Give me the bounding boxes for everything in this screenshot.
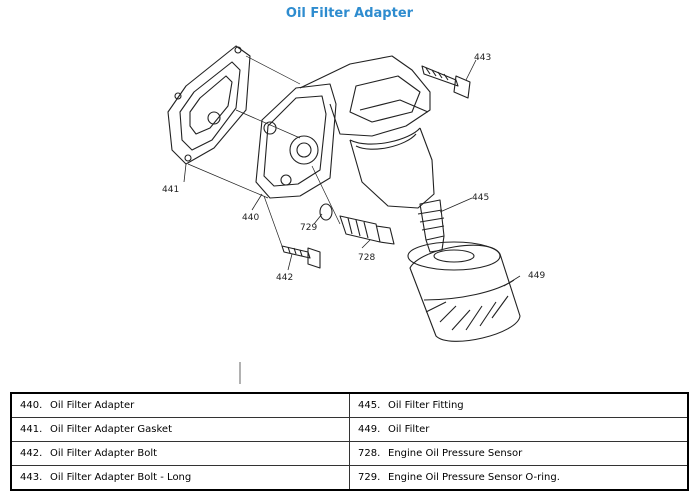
part-label: Oil Filter Adapter Bolt - Long <box>50 472 192 483</box>
part-number: 445. <box>358 400 381 411</box>
sensor-728-drawing <box>319 203 395 245</box>
legend-cell: 443. Oil Filter Adapter Bolt - Long <box>10 465 350 491</box>
part-label: Oil Filter Adapter Bolt <box>50 448 158 459</box>
part-number: 441. <box>20 424 43 435</box>
legend-cell: 440. Oil Filter Adapter <box>10 392 350 418</box>
part-label: Oil Filter <box>388 424 430 435</box>
part-number: 443. <box>20 472 43 483</box>
legend-row: 442. Oil Filter Adapter Bolt 728. Engine O… <box>10 441 689 466</box>
legend-cell: 442. Oil Filter Adapter Bolt <box>10 441 350 466</box>
part-label: Engine Oil Pressure Sensor <box>388 448 523 459</box>
legend-row: 441. Oil Filter Adapter Gasket 449. Oil Fi… <box>10 417 689 442</box>
part-number: 729. <box>358 472 381 483</box>
gasket-441-drawing <box>167 45 251 165</box>
part-label: Oil Filter Adapter <box>50 400 135 411</box>
part-label: Oil Filter Fitting <box>388 400 464 411</box>
parts-illustration: 441 440 442 443 445 449 728 729 <box>162 45 545 384</box>
legend-cell: 728. Engine Oil Pressure Sensor <box>349 441 689 466</box>
legend-cell: 729. Engine Oil Pressure Sensor O-ring. <box>349 465 689 491</box>
bolt-442-drawing <box>281 245 321 269</box>
part-number: 728. <box>358 448 381 459</box>
callout-442: 442 <box>276 273 293 283</box>
part-label: Engine Oil Pressure Sensor O-ring. <box>388 472 560 483</box>
oil-filter-449-drawing <box>407 241 521 342</box>
leader-lines <box>183 59 521 287</box>
legend-cell: 441. Oil Filter Adapter Gasket <box>10 417 350 442</box>
part-number: 449. <box>358 424 381 435</box>
callout-441: 441 <box>162 185 179 195</box>
callout-440: 440 <box>242 213 259 223</box>
legend-row: 440. Oil Filter Adapter 445. Oil Filter Fi… <box>10 392 689 418</box>
legend-cell: 445. Oil Filter Fitting <box>349 392 689 418</box>
adapter-440-drawing <box>255 55 431 199</box>
exploded-parts-diagram: 441 440 442 443 445 449 728 729 <box>0 24 699 384</box>
filter-housing-drawing <box>349 127 435 209</box>
callout-445: 445 <box>472 193 489 203</box>
bolt-443-drawing <box>421 65 471 99</box>
parts-legend-table: 440. Oil Filter Adapter 445. Oil Filter Fi… <box>10 392 689 491</box>
legend-cell: 449. Oil Filter <box>349 417 689 442</box>
part-label: Oil Filter Adapter Gasket <box>50 424 172 435</box>
callout-443: 443 <box>474 53 491 63</box>
page-title: Oil Filter Adapter <box>285 6 414 21</box>
callout-728: 728 <box>358 253 375 263</box>
legend-row: 443. Oil Filter Adapter Bolt - Long 729. E… <box>10 465 689 491</box>
part-number: 442. <box>20 448 43 459</box>
callout-449: 449 <box>528 271 545 281</box>
callout-729: 729 <box>300 223 317 233</box>
part-number: 440. <box>20 400 43 411</box>
explode-lines <box>187 55 341 384</box>
